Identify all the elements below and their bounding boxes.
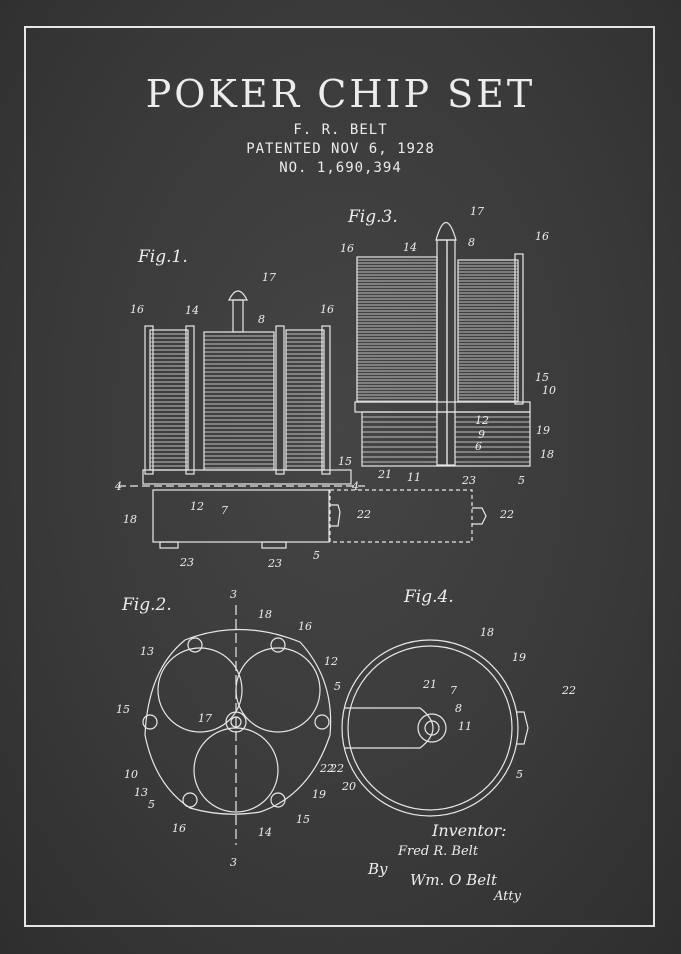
- attorney-suffix: Atty: [493, 889, 522, 904]
- svg-text:17: 17: [262, 271, 276, 284]
- svg-text:7: 7: [221, 504, 228, 517]
- poster-frame: [24, 26, 655, 927]
- svg-text:18: 18: [123, 513, 137, 526]
- poster-title: POKER CHIP SET: [145, 72, 536, 116]
- svg-text:15: 15: [116, 703, 130, 716]
- by-caption: By: [367, 860, 388, 878]
- svg-text:3: 3: [230, 588, 237, 601]
- svg-text:15: 15: [296, 813, 310, 826]
- svg-text:4: 4: [114, 480, 122, 493]
- figure-1-label: Fig.1.: [137, 247, 188, 267]
- svg-text:22: 22: [319, 762, 334, 775]
- svg-text:21: 21: [422, 678, 437, 691]
- svg-text:19: 19: [536, 424, 550, 437]
- inventor-caption: Inventor:: [431, 821, 507, 840]
- signature-block: Inventor: Fred R. Belt By Wm. O Belt Att…: [367, 821, 522, 904]
- svg-text:14: 14: [185, 304, 199, 317]
- svg-text:12: 12: [324, 655, 338, 668]
- svg-text:21: 21: [377, 468, 392, 481]
- svg-text:7: 7: [450, 684, 457, 697]
- svg-text:19: 19: [312, 788, 326, 801]
- svg-text:15: 15: [535, 371, 549, 384]
- svg-text:17: 17: [198, 712, 212, 725]
- svg-text:18: 18: [480, 626, 494, 639]
- svg-text:8: 8: [455, 702, 462, 715]
- svg-text:23: 23: [267, 557, 282, 570]
- figure-4-label: Fig.4.: [403, 587, 454, 607]
- svg-text:18: 18: [258, 608, 272, 621]
- svg-text:16: 16: [298, 620, 312, 633]
- svg-text:5: 5: [313, 549, 320, 562]
- svg-text:16: 16: [320, 303, 334, 316]
- svg-text:23: 23: [461, 474, 476, 487]
- figure-3-section-view: Fig.3. 17 16 14 8 16 15 10 12 9 6 1: [340, 205, 556, 487]
- svg-text:10: 10: [124, 768, 138, 781]
- svg-text:23: 23: [179, 556, 194, 569]
- svg-text:22: 22: [499, 508, 514, 521]
- figure-2-top-view: Fig.2. 3 18 16 13 12 15 17 10 13 5: [116, 588, 338, 869]
- attorney-signature: Wm. O Belt: [410, 871, 498, 889]
- svg-text:10: 10: [542, 384, 556, 397]
- figure-1-side-view: Fig.1.: [114, 247, 514, 570]
- svg-text:16: 16: [172, 822, 186, 835]
- svg-text:18: 18: [540, 448, 554, 461]
- svg-text:19: 19: [512, 651, 526, 664]
- svg-text:22: 22: [356, 508, 371, 521]
- svg-text:3: 3: [230, 856, 237, 869]
- svg-text:12: 12: [190, 500, 204, 513]
- figure-3-label: Fig.3.: [347, 207, 398, 227]
- svg-text:22: 22: [329, 762, 344, 775]
- svg-text:16: 16: [130, 303, 144, 316]
- patent-number: NO. 1,690,394: [279, 160, 402, 176]
- svg-text:4: 4: [351, 480, 359, 493]
- svg-text:11: 11: [407, 471, 421, 484]
- svg-text:16: 16: [535, 230, 549, 243]
- svg-text:14: 14: [258, 826, 272, 839]
- patent-date: PATENTED NOV 6, 1928: [246, 141, 435, 157]
- svg-text:11: 11: [458, 720, 472, 733]
- svg-text:15: 15: [338, 455, 352, 468]
- svg-text:5: 5: [334, 680, 341, 693]
- svg-text:12: 12: [475, 414, 489, 427]
- svg-text:5: 5: [148, 798, 155, 811]
- svg-text:16: 16: [340, 242, 354, 255]
- svg-text:13: 13: [140, 645, 154, 658]
- svg-text:14: 14: [403, 241, 417, 254]
- svg-text:13: 13: [134, 786, 148, 799]
- svg-text:17: 17: [470, 205, 484, 218]
- svg-text:9: 9: [478, 428, 485, 441]
- svg-text:5: 5: [518, 474, 525, 487]
- svg-text:20: 20: [341, 780, 356, 793]
- inventor-line: F. R. BELT: [293, 122, 388, 138]
- svg-text:22: 22: [561, 684, 576, 697]
- figure-2-label: Fig.2.: [121, 595, 172, 615]
- svg-text:8: 8: [468, 236, 475, 249]
- figure-4-drawer-view: Fig.4. 18 19 5 21 7 8 11 22 22 20 5: [329, 587, 576, 817]
- svg-text:8: 8: [258, 313, 265, 326]
- svg-text:5: 5: [516, 768, 523, 781]
- inventor-signature: Fred R. Belt: [397, 844, 479, 859]
- svg-text:6: 6: [475, 440, 482, 453]
